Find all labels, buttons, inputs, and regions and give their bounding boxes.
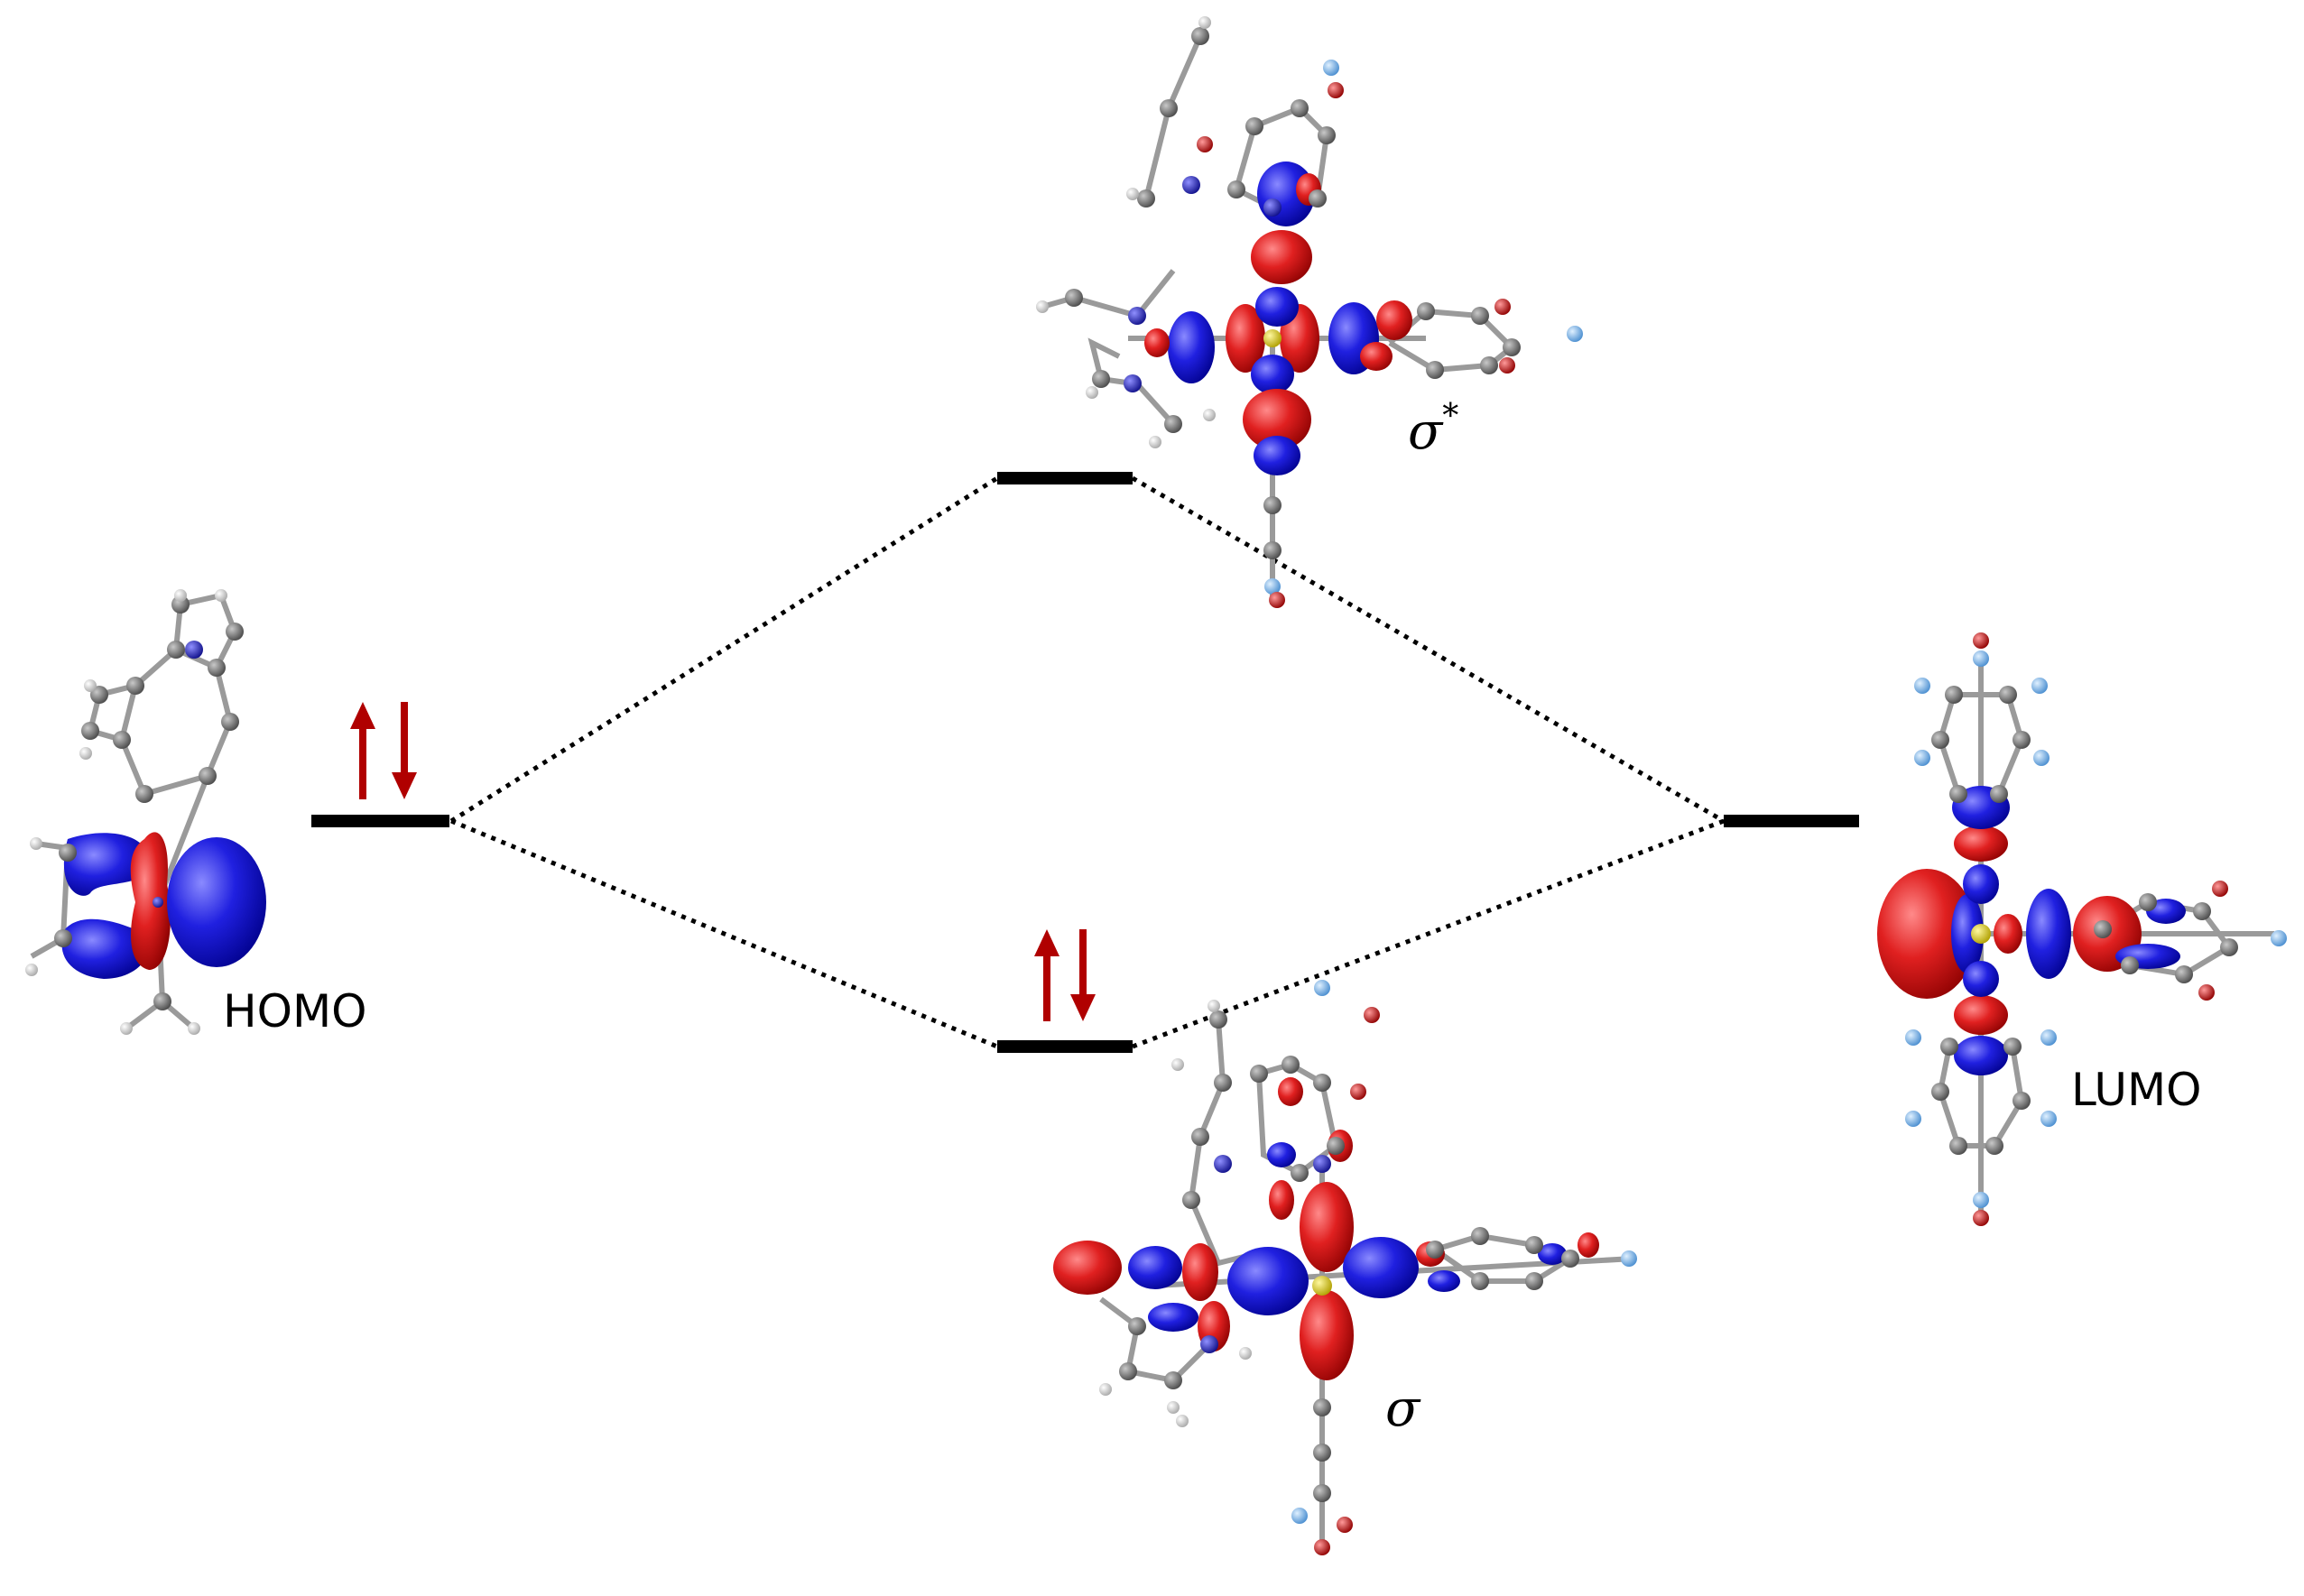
lumo-level bbox=[1724, 815, 1859, 827]
homo-lobe-negative-lower bbox=[61, 918, 149, 979]
spin-down-arrow-icon bbox=[392, 702, 417, 799]
lumo-lobe-red-bottom bbox=[1954, 995, 2008, 1035]
sigma-orbital-image bbox=[1053, 980, 1637, 1555]
sigma-star-lobe-red-left bbox=[1226, 304, 1265, 373]
sigma-star-level bbox=[997, 472, 1133, 484]
sigma-star-lobe-blue-bottom bbox=[1254, 436, 1300, 475]
sigma-atoms bbox=[1099, 980, 1637, 1555]
homo-lone-pair-lobe bbox=[167, 837, 266, 967]
spin-up-arrow-icon bbox=[1034, 929, 1059, 1021]
homo-atoms bbox=[25, 589, 244, 1035]
electron-pair-sigma bbox=[1034, 929, 1096, 1021]
sigma-star-label: σ* bbox=[1408, 398, 1458, 461]
lumo-lobe-red-top bbox=[1954, 826, 2008, 862]
sigma-star-lobe-blue-left bbox=[1168, 311, 1215, 383]
sigma-label: σ bbox=[1385, 1379, 1421, 1438]
correlation-lines bbox=[449, 475, 1726, 1049]
lumo-atoms bbox=[1905, 632, 2287, 1226]
sigma-star-lobe-red-bottom bbox=[1243, 389, 1311, 450]
sigma-lobe-blue-left bbox=[1227, 1247, 1309, 1315]
connector-homo-sigma bbox=[450, 818, 998, 1049]
sigma-star-lobe-blue-upper bbox=[1255, 287, 1299, 327]
sigma-star-lobe-red-top bbox=[1251, 230, 1312, 284]
lumo-orbital-image bbox=[1877, 632, 2287, 1226]
electron-pair-homo bbox=[350, 702, 417, 799]
homo-level bbox=[311, 815, 449, 827]
sigma-lobe-red-far-left bbox=[1053, 1241, 1122, 1295]
spin-down-arrow-icon bbox=[1070, 929, 1096, 1021]
homo-orbital-image bbox=[25, 589, 266, 1035]
sigma-star-atoms bbox=[1036, 16, 1583, 608]
sigma-star-orbital-image bbox=[1036, 16, 1583, 608]
homo-lobe-negative-upper bbox=[63, 833, 150, 896]
sigma-star-label-base: σ bbox=[1408, 402, 1444, 461]
energy-levels bbox=[311, 472, 1859, 1053]
homo-label: HOMO bbox=[223, 985, 366, 1038]
sigma-lobe-red-bottom bbox=[1300, 1290, 1354, 1380]
sigma-level bbox=[997, 1040, 1133, 1053]
connector-sigma-lumo bbox=[1132, 818, 1725, 1049]
spin-up-arrow-icon bbox=[350, 702, 375, 799]
sigma-lobe-blue-right bbox=[1343, 1237, 1419, 1298]
lumo-lobe-blue-left bbox=[1951, 894, 1984, 973]
lumo-label: LUMO bbox=[2071, 1064, 2201, 1116]
connector-sigma-star-lumo bbox=[1131, 475, 1726, 824]
lumo-lobe-red-right bbox=[1994, 914, 2022, 954]
homo-lobe-positive bbox=[130, 832, 171, 970]
lumo-lobe-blue-right bbox=[2026, 889, 2071, 979]
sigma-star-lobe-blue-lower bbox=[1251, 355, 1294, 394]
connector-homo-sigma-star bbox=[449, 475, 999, 824]
lumo-lobe-red-left bbox=[1877, 869, 1976, 999]
sigma-lobe-red-top bbox=[1300, 1182, 1354, 1272]
sigma-star-label-sup: * bbox=[1442, 398, 1458, 435]
